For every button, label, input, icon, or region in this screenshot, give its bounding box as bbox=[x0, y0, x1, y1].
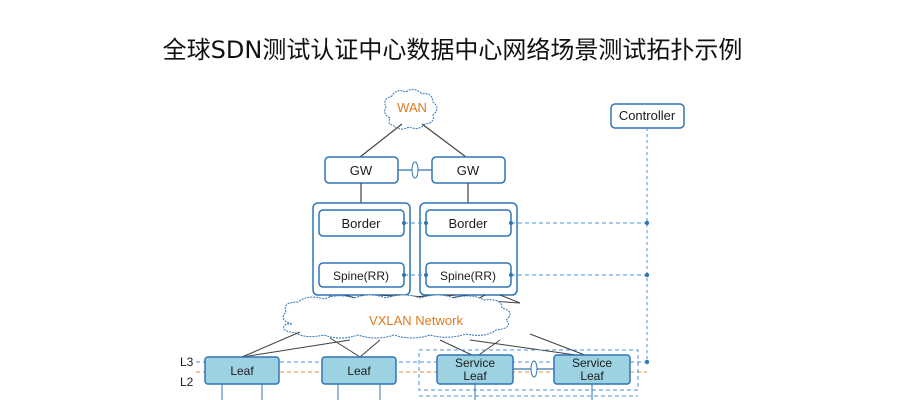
service-leaf-group bbox=[418, 349, 639, 391]
gw-right-label: GW bbox=[457, 163, 480, 178]
border-left-node: Border bbox=[318, 209, 405, 237]
cloud-leaf-links bbox=[241, 331, 591, 358]
wan-cloud: WAN bbox=[384, 88, 438, 130]
service-leaf2-line2: Leaf bbox=[580, 369, 604, 383]
controller-node: Controller bbox=[610, 103, 685, 129]
service-leaf1-line1: Service bbox=[455, 356, 495, 370]
link-wan-gw-left bbox=[359, 123, 403, 158]
service-bundle-marker bbox=[530, 360, 538, 378]
layer-l2-label: L2 bbox=[180, 375, 194, 389]
leaf1-label: Leaf bbox=[230, 364, 254, 378]
control-dots bbox=[402, 220, 650, 365]
service-leaf1-node: Service Leaf bbox=[436, 354, 514, 385]
layer-l3-label: L3 bbox=[180, 355, 194, 369]
spine-left-node: Spine(RR) bbox=[318, 262, 405, 288]
spine-right-node: Spine(RR) bbox=[425, 262, 512, 288]
leaf2-label: Leaf bbox=[347, 364, 371, 378]
spine-right-label: Spine(RR) bbox=[440, 269, 496, 283]
wan-label: WAN bbox=[397, 100, 427, 115]
vxlan-cloud: VXLAN Network bbox=[282, 294, 511, 339]
spine-left-label: Spine(RR) bbox=[333, 269, 389, 283]
link-bundle-marker bbox=[411, 161, 419, 179]
gw-left-label: GW bbox=[350, 163, 373, 178]
border-left-label: Border bbox=[341, 216, 381, 231]
leaf-downlinks bbox=[221, 384, 593, 400]
service-leaf1-line2: Leaf bbox=[463, 369, 487, 383]
link-wan-gw-right bbox=[421, 123, 467, 158]
leaf1-node: Leaf bbox=[204, 356, 280, 385]
border-right-node: Border bbox=[425, 209, 512, 237]
service-leaf2-line1: Service bbox=[572, 356, 612, 370]
border-right-label: Border bbox=[448, 216, 488, 231]
page-title: 全球SDN测试认证中心数据中心网络场景测试拓扑示例 bbox=[162, 36, 743, 64]
gw-right-node: GW bbox=[431, 156, 506, 184]
vxlan-label: VXLAN Network bbox=[369, 313, 463, 328]
service-leaf2-node: Service Leaf bbox=[553, 354, 631, 385]
leaf2-node: Leaf bbox=[321, 356, 397, 385]
controller-label: Controller bbox=[619, 108, 676, 123]
control-links bbox=[404, 222, 647, 276]
gw-left-node: GW bbox=[324, 156, 399, 184]
